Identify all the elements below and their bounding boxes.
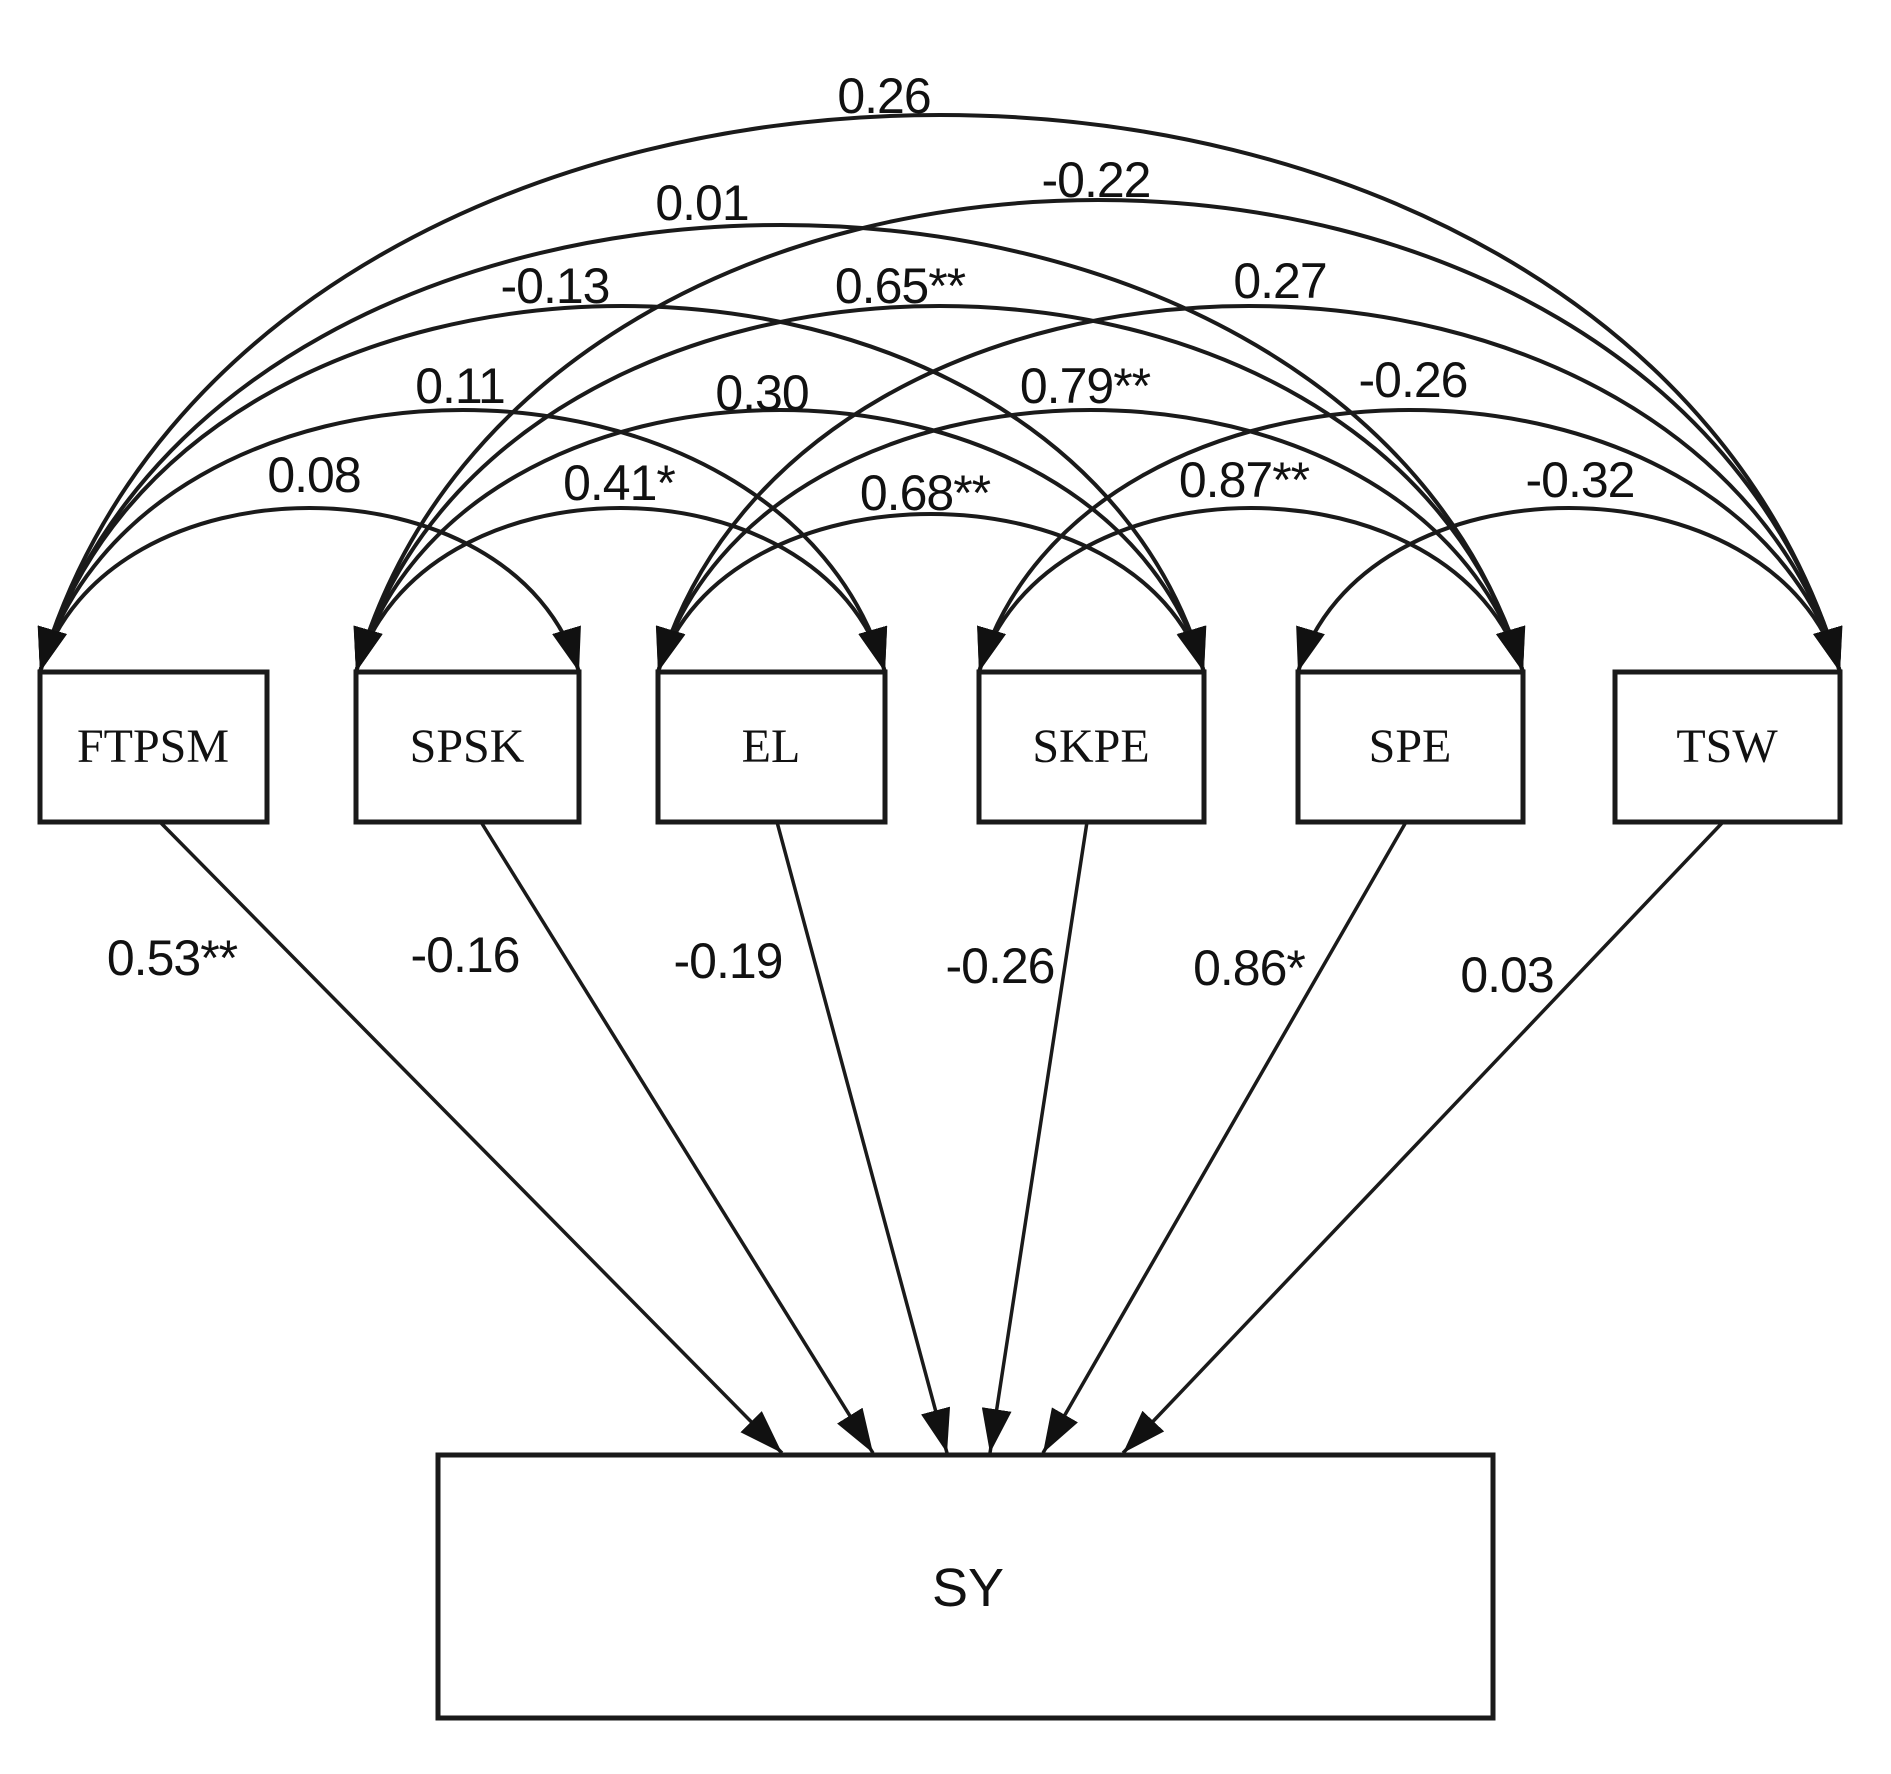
variable-box-spsk: SPSK [353, 669, 582, 825]
correlation-arc-spsk-tsw [353, 198, 1843, 673]
corr-label-spsk-el: 0.41* [563, 455, 675, 511]
path-label-tsw-sy: 0.03 [1460, 947, 1553, 1003]
variable-label: FTPSM [77, 720, 229, 773]
corr-label-ftpsm-spsk: 0.08 [267, 447, 360, 503]
path-label-skpe-sy: -0.26 [946, 938, 1055, 994]
path-lines [158, 820, 1725, 1455]
corr-label-ftpsm-el: 0.11 [415, 358, 505, 414]
correlation-arc-spsk-skpe [353, 408, 1207, 673]
correlation-arc-el-spe [656, 408, 1525, 673]
variable-box-el: EL [655, 669, 888, 825]
path-arrow-skpe-sy [981, 821, 1089, 1454]
path-label-spe-sy: 0.86* [1193, 940, 1305, 996]
correlation-arc-skpe-spe [977, 506, 1525, 673]
correlation-arc-ftpsm-spsk [38, 506, 581, 673]
variable-box-tsw: TSW [1612, 669, 1843, 825]
variable-box-skpe: SKPE [976, 669, 1207, 825]
corr-label-ftpsm-spe: 0.01 [655, 175, 748, 231]
correlation-arc-spsk-el [353, 506, 888, 673]
outcome-label: SY [932, 1558, 1004, 1618]
variable-label: SPSK [410, 720, 525, 773]
correlation-arc-el-skpe [656, 512, 1206, 673]
corr-label-el-skpe: 0.68** [860, 465, 991, 521]
correlation-arcs [37, 113, 1843, 673]
corr-label-ftpsm-skpe: -0.13 [501, 258, 610, 314]
path-label-ftpsm-sy: 0.53** [107, 930, 238, 986]
variable-label: SKPE [1032, 720, 1149, 773]
corr-label-el-spe: 0.79** [1020, 358, 1151, 414]
correlation-arc-ftpsm-skpe [37, 304, 1207, 673]
path-arrow-el-sy [775, 821, 951, 1454]
variable-boxes: FTPSM SPSK EL SKPE SPE TSW SY [37, 669, 1843, 1721]
corr-label-el-tsw: 0.27 [1233, 253, 1326, 309]
corr-label-skpe-tsw: -0.26 [1359, 352, 1468, 408]
variable-box-ftpsm: FTPSM [37, 669, 270, 825]
variable-box-spe: SPE [1295, 669, 1526, 825]
correlation-arc-ftpsm-el [37, 408, 888, 673]
coefficient-labels: 0.08 0.11 -0.13 0.01 0.26 0.41* 0.30 0.6… [107, 68, 1636, 1003]
correlation-arc-spe-tsw [1296, 506, 1842, 673]
variable-label: EL [742, 720, 801, 773]
corr-label-ftpsm-tsw: 0.26 [837, 68, 930, 124]
path-arrow-spe-sy [1041, 821, 1408, 1454]
path-label-spsk-sy: -0.16 [411, 927, 520, 983]
outcome-box-sy: SY [435, 1452, 1496, 1721]
path-arrow-spsk-sy [479, 821, 875, 1454]
path-label-el-sy: -0.19 [674, 933, 783, 989]
corr-label-skpe-spe: 0.87** [1179, 452, 1310, 508]
corr-label-spsk-spe: 0.65** [835, 258, 966, 314]
corr-label-spe-tsw: -0.32 [1526, 452, 1635, 508]
correlation-arc-skpe-tsw [977, 408, 1842, 673]
variable-label: TSW [1676, 720, 1778, 773]
correlation-arc-spsk-spe [353, 304, 1526, 673]
corr-label-spsk-skpe: 0.30 [715, 365, 808, 421]
correlation-arc-ftpsm-tsw [37, 113, 1843, 673]
path-arrow-tsw-sy [1121, 820, 1725, 1455]
path-arrow-ftpsm-sy [158, 820, 784, 1455]
correlation-arc-el-tsw [655, 304, 1843, 673]
corr-label-spsk-tsw: -0.22 [1042, 152, 1151, 208]
correlation-arc-ftpsm-spe [38, 223, 1525, 673]
variable-label: SPE [1369, 720, 1452, 773]
